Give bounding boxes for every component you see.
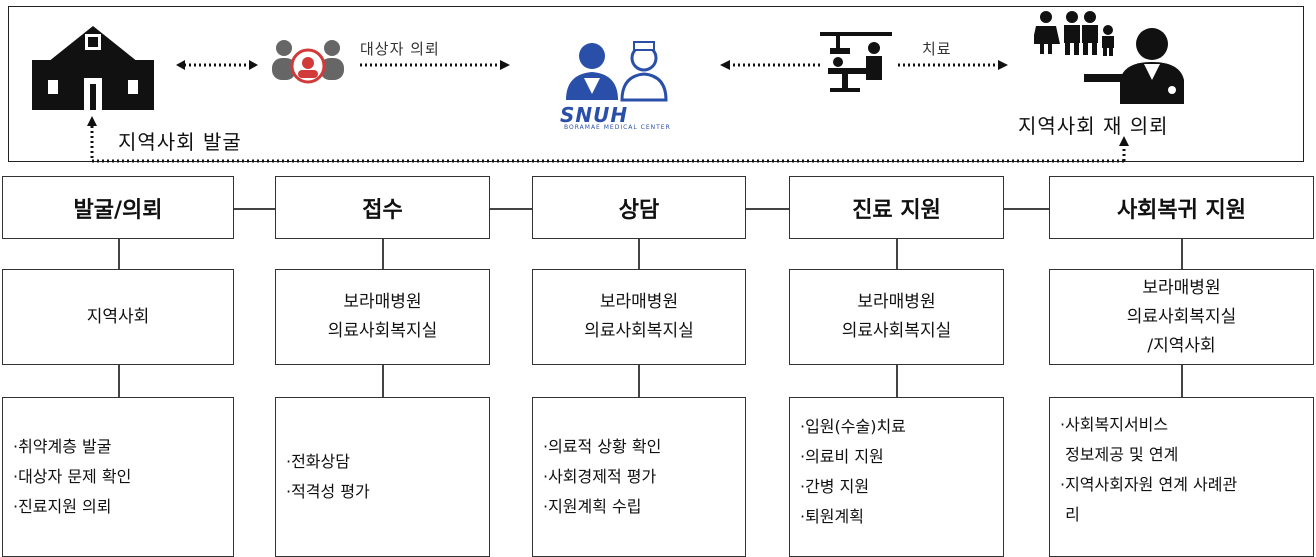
- connector: [382, 365, 384, 397]
- org-text: 지역사회: [86, 306, 150, 327]
- hospital-staff-icon: [566, 41, 668, 102]
- task-item: ·진료지원 의뢰: [13, 497, 112, 516]
- connector: [490, 208, 532, 210]
- referral-left-arrow: [176, 60, 258, 70]
- task-item: ·의료적 상황 확인: [543, 437, 662, 456]
- task-item: ·지역사회자원 연계 사례관: [1060, 475, 1238, 494]
- treatment-right-arrow: [898, 60, 1008, 70]
- task-item: ·의료비 지원: [800, 447, 884, 466]
- stage-title: 진료 지원: [852, 197, 941, 223]
- referral-right-arrow: [360, 60, 510, 70]
- org-text: 보라매병원 의료사회복지실 /지역사회: [1126, 277, 1237, 356]
- connector: [896, 239, 898, 269]
- treatment-label: 치료: [922, 40, 952, 58]
- logo-subtext: BORAMAE MEDICAL CENTER: [564, 124, 671, 131]
- connector: [638, 365, 640, 397]
- task-box-counseling: ·의료적 상황 확인 ·사회경제적 평가 ·지원계획 수립: [532, 397, 746, 557]
- task-item: ·전화상담: [286, 452, 350, 471]
- connector: [118, 365, 120, 397]
- task-box-discovery: ·취약계층 발굴 ·대상자 문제 확인 ·진료지원 의뢰: [2, 397, 234, 557]
- treatment-scene-icon: [820, 32, 892, 92]
- connector: [1181, 365, 1183, 397]
- connector: [746, 208, 790, 210]
- org-box-counseling: 보라매병원 의료사회복지실: [532, 269, 746, 365]
- task-box-reintegration: ·사회복지서비스 정보제공 및 연계 ·지역사회자원 연계 사례관 리: [1049, 397, 1314, 557]
- stage-title: 사회복귀 지원: [1116, 197, 1247, 223]
- org-text: 보라매병원 의료사회복지실: [841, 292, 952, 341]
- community-rereferral-label: 지역사회 재 의뢰: [1018, 114, 1169, 138]
- connector: [1181, 239, 1183, 269]
- stage-intake: 접수: [275, 176, 490, 239]
- stage-title: 접수: [362, 197, 403, 223]
- connector: [638, 239, 640, 269]
- stage-title: 발굴/의뢰: [73, 197, 163, 223]
- connector: [118, 239, 120, 269]
- task-item: ·간병 지원: [800, 477, 870, 496]
- task-item: ·지원계획 수립: [543, 497, 642, 516]
- stage-discovery: 발굴/의뢰: [2, 176, 234, 239]
- task-box-treatment-support: ·입원(수술)치료 ·의료비 지원 ·간병 지원 ·퇴원계획: [789, 397, 1004, 557]
- task-box-intake: ·전화상담 ·적격성 평가: [275, 397, 490, 557]
- connector: [382, 239, 384, 269]
- return-flow-line: [87, 116, 1129, 163]
- task-item: ·퇴원계획: [800, 507, 864, 526]
- task-item: ·입원(수술)치료: [800, 417, 906, 436]
- treatment-left-arrow: [720, 60, 820, 70]
- stage-treatment-support: 진료 지원: [789, 176, 1004, 239]
- family-doctor-icon: [1034, 11, 1184, 104]
- community-house-icon: [32, 26, 154, 110]
- stage-title: 상담: [618, 197, 660, 223]
- org-box-intake: 보라매병원 의료사회복지실: [275, 269, 490, 365]
- task-item: ·적격성 평가: [286, 482, 370, 501]
- referral-people-icon: [272, 40, 344, 84]
- patient-referral-label: 대상자 의뢰: [360, 40, 440, 58]
- stage-counseling: 상담: [532, 176, 746, 239]
- task-item: 리: [1060, 505, 1080, 524]
- task-item: ·취약계층 발굴: [13, 437, 112, 456]
- task-item: 정보제공 및 연계: [1060, 445, 1179, 464]
- connector: [234, 208, 276, 210]
- task-item: ·사회경제적 평가: [543, 467, 657, 486]
- connector: [896, 365, 898, 397]
- org-box-reintegration: 보라매병원 의료사회복지실 /지역사회: [1049, 269, 1314, 365]
- snuh-logo: SNUH: [560, 103, 629, 127]
- stage-reintegration: 사회복귀 지원: [1049, 176, 1314, 239]
- task-item: ·대상자 문제 확인: [13, 467, 132, 486]
- community-discovery-label: 지역사회 발굴: [118, 130, 242, 154]
- org-text: 보라매병원 의료사회복지실: [327, 292, 438, 341]
- org-text: 보라매병원 의료사회복지실: [584, 292, 694, 341]
- org-box-treatment-support: 보라매병원 의료사회복지실: [789, 269, 1004, 365]
- connector: [1004, 208, 1050, 210]
- task-item: ·사회복지서비스: [1060, 415, 1169, 434]
- org-box-discovery: 지역사회: [2, 269, 234, 365]
